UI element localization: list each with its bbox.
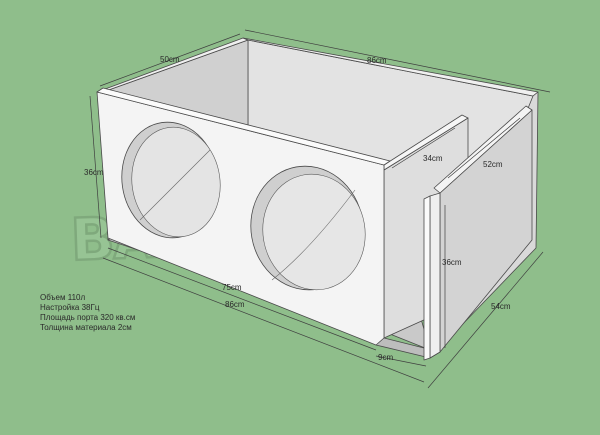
speaker-cutout-left xyxy=(121,121,221,239)
dim-inner-height: 36cm xyxy=(442,258,462,267)
partition-top-edge xyxy=(433,105,533,194)
dim-inner-length: 75cm xyxy=(222,283,242,292)
speaker-cutout-right xyxy=(250,165,366,291)
front-port-panel xyxy=(429,192,441,359)
dim-partition-depth: 52cm xyxy=(483,160,503,169)
spec-port-area: Площадь порта 320 кв.см xyxy=(40,313,135,322)
spec-thickness: Толщина материала 2см xyxy=(40,323,132,332)
dim-length-top: 86cm xyxy=(367,56,387,65)
dim-side-depth: 54cm xyxy=(491,302,511,311)
dim-height-left: 36cm xyxy=(84,168,104,177)
spec-tuning: Настройка 38Гц xyxy=(40,303,100,312)
dim-port-depth: 34cm xyxy=(423,154,443,163)
specs-block: Объем 110л Настройка 38Гц Площадь порта … xyxy=(40,293,135,332)
dim-port-width: 9cm xyxy=(378,353,393,362)
dim-outer-length: 86cm xyxy=(225,300,245,309)
front-baffle-top-edge xyxy=(96,87,391,166)
spec-volume: Объем 110л xyxy=(40,293,85,302)
dimension-lines xyxy=(89,29,551,389)
dim-depth-top: 50cm xyxy=(160,55,180,64)
front-port-edge xyxy=(423,195,431,361)
